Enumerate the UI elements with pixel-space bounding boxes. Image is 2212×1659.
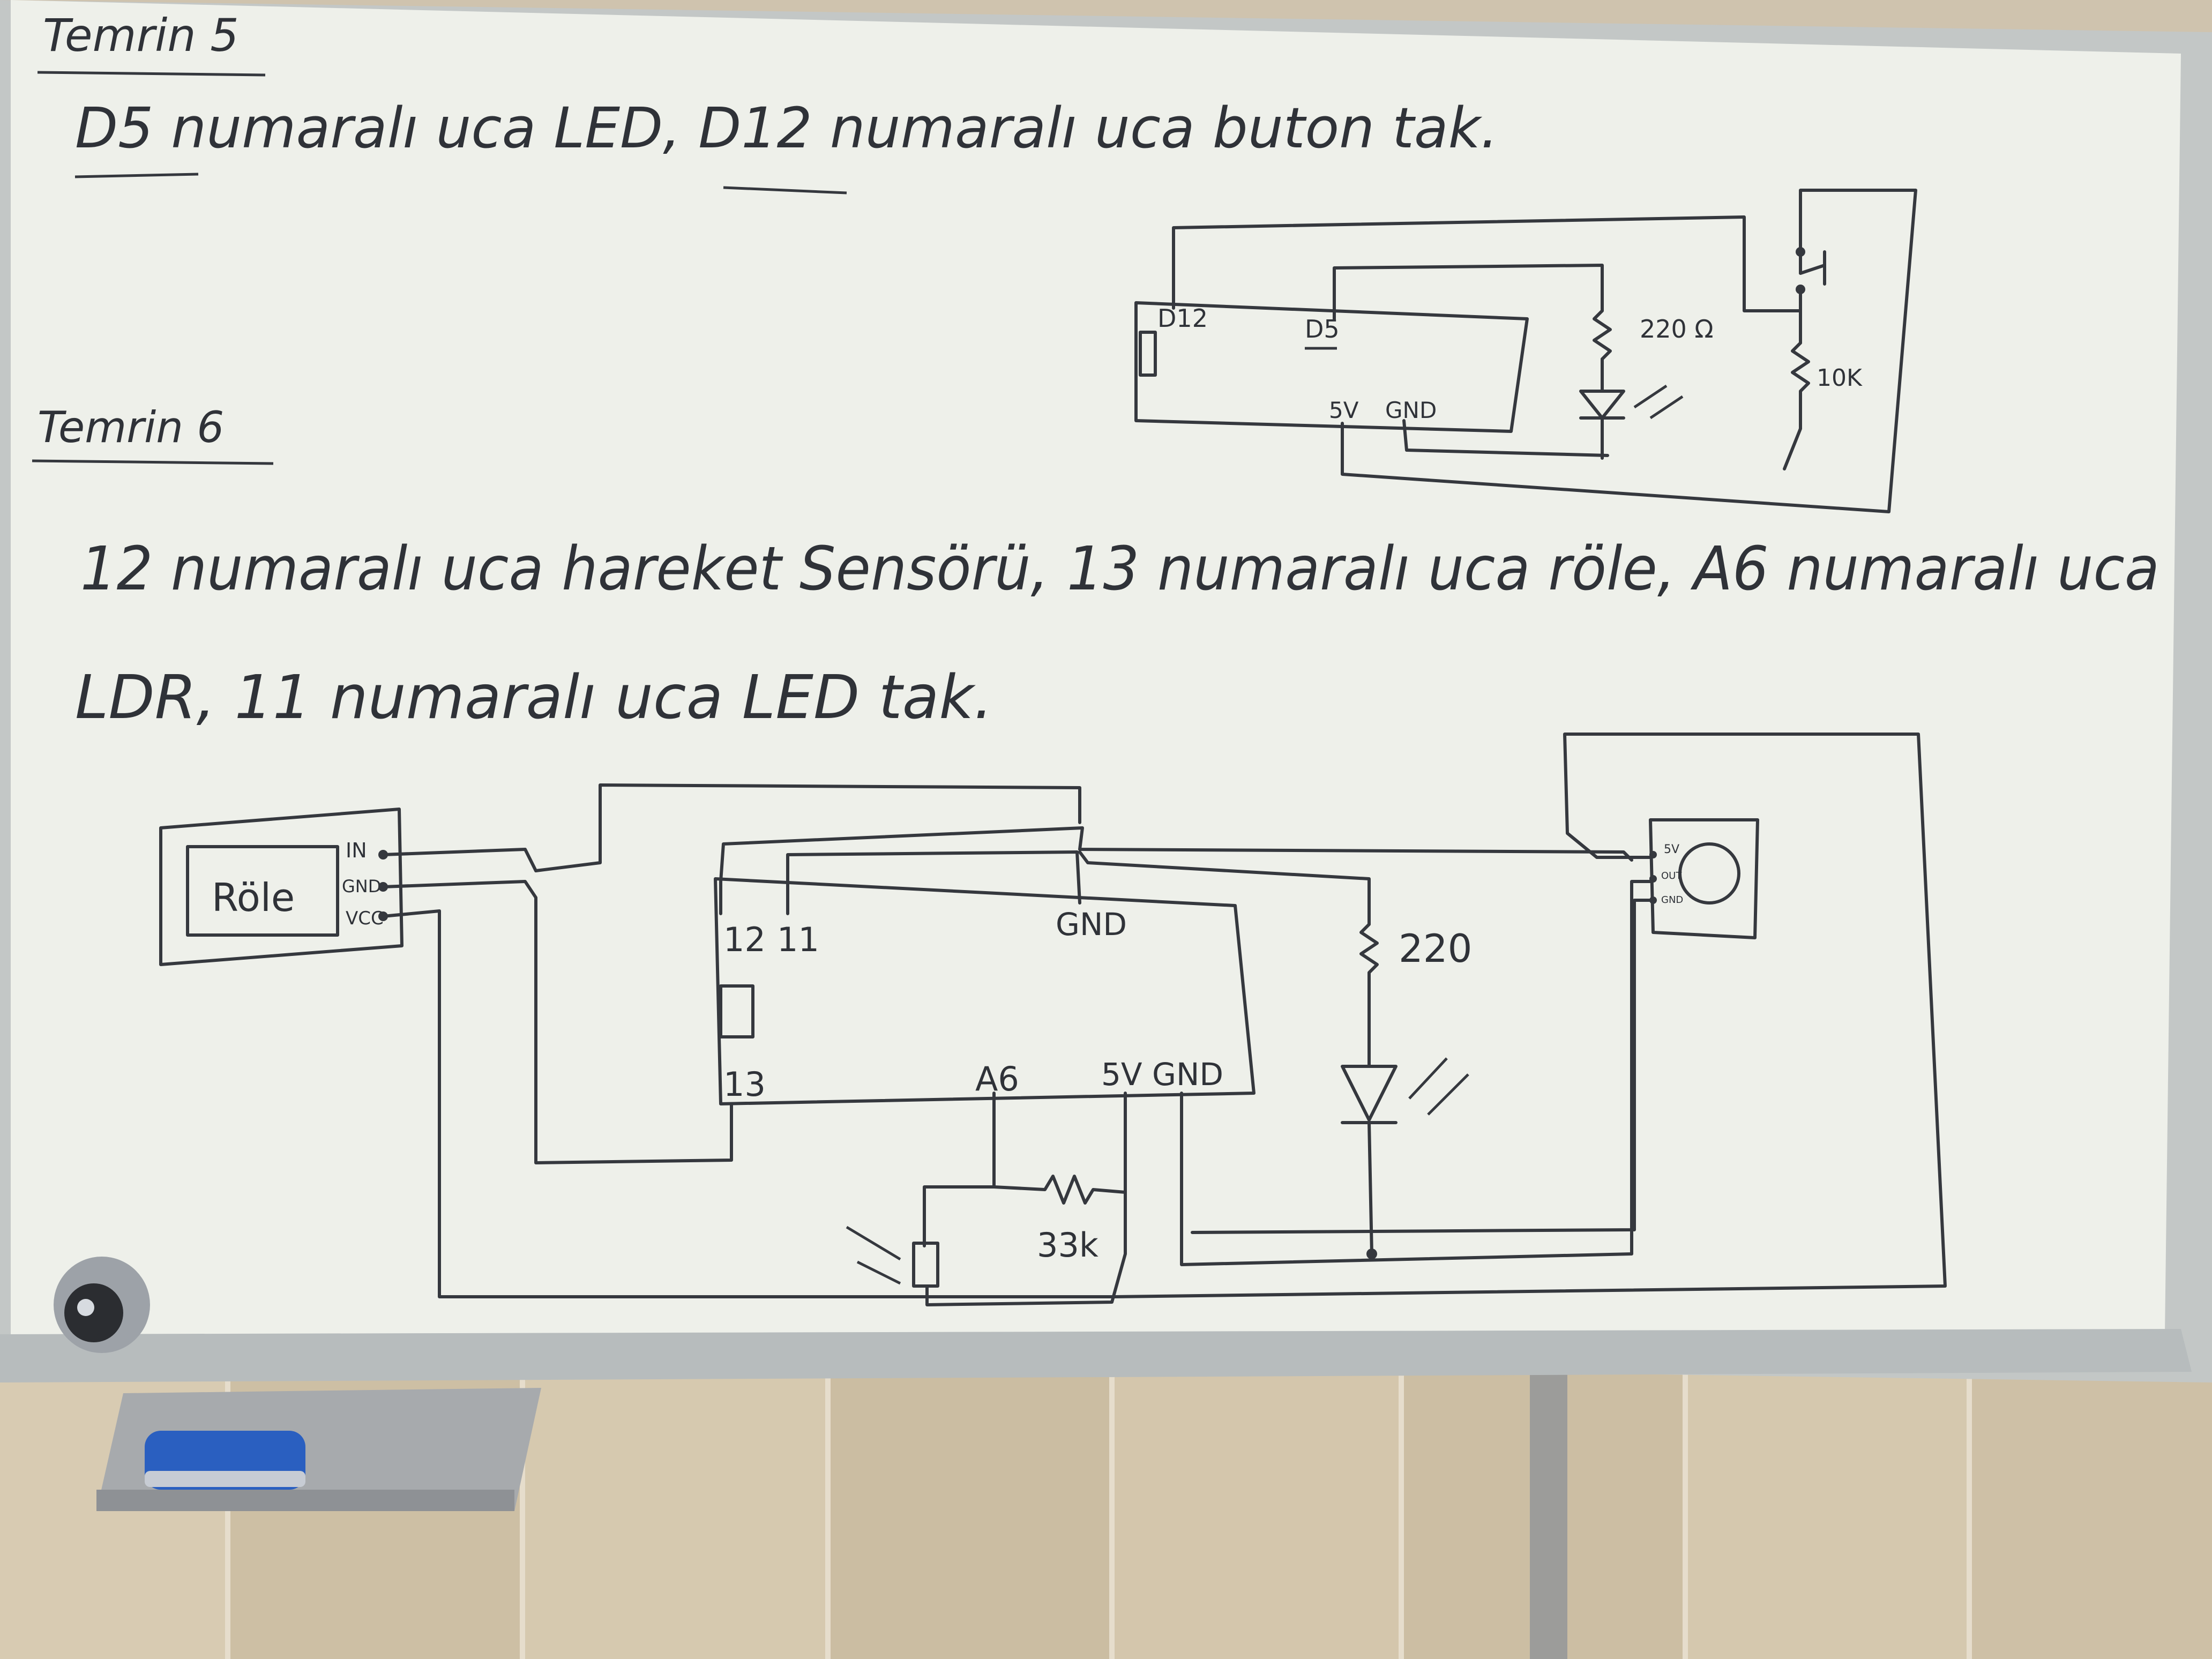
ldr-symbol <box>912 1242 939 1288</box>
wire-relay-in <box>382 783 1081 872</box>
pin-gnd-top-label: GND <box>1056 906 1127 943</box>
resistor-33k-symbol <box>992 1175 1127 1205</box>
relay-pin-gnd-label: GND <box>342 876 381 896</box>
pin-11-label: 11 <box>777 920 819 959</box>
wire-gnd <box>1402 419 1609 457</box>
pin-5v-label: 5V <box>1329 397 1359 423</box>
exercise-6-title: Temrin 6 <box>38 402 224 452</box>
exercise-6-instruction-line2: LDR, 11 numaralı uca LED tak. <box>75 663 993 733</box>
pin-gnd-label: GND <box>1385 397 1437 423</box>
exercise-5-instruction: D5 numaralı uca LED, D12 numaralı uca bu… <box>75 95 1498 161</box>
led-light-arrows <box>1633 384 1684 420</box>
resistor-220-symbol <box>1359 923 1379 1068</box>
wire-a6 <box>923 1092 996 1247</box>
resistor-220-label: 220 Ω <box>1640 315 1714 343</box>
resistor-220-label: 220 <box>1399 926 1472 971</box>
exercise-6-instruction-line1: 12 numaralı uca hareket Sensörü, 13 numa… <box>80 534 2159 604</box>
ldr-light-arrows <box>846 1225 901 1285</box>
sensor-pin-out-label: OUT <box>1661 870 1682 881</box>
eraser-icon <box>145 1431 305 1490</box>
wire-5v <box>1341 189 1917 513</box>
exercise-6-circuit: Röle IN GND VCC 12 11 GND 13 A6 5V GND <box>159 733 1947 1306</box>
relay-module <box>159 808 403 966</box>
usb-port <box>719 984 754 1038</box>
whiteboard <box>0 0 2212 1382</box>
resistor-33k-label: 33k <box>1037 1225 1098 1265</box>
wire-relay-gnd <box>382 880 733 1164</box>
pin-a6-label: A6 <box>975 1059 1019 1098</box>
resistor-220-symbol <box>1593 309 1612 361</box>
wire-gnd-return <box>1180 880 1652 1266</box>
relay-pin-in-label: IN <box>346 839 367 862</box>
resistor-10k-symbol <box>1783 341 1810 470</box>
wire-relay-vcc <box>382 909 1116 1298</box>
exercise-6: Temrin 6 12 numaralı uca hareket Sensörü… <box>32 402 2159 1306</box>
relay-label: Röle <box>212 875 295 920</box>
led-light-arrows <box>1408 1057 1469 1116</box>
pin-5v-label: 5V <box>1101 1056 1142 1093</box>
exercise-5: Temrin 5 D5 numaralı uca LED, D12 numara… <box>37 9 1917 513</box>
wire-gnd-top <box>1078 850 1371 926</box>
wire-5v <box>925 1092 1127 1306</box>
pin-d12-label: D12 <box>1157 304 1208 333</box>
exercise-5-circuit: D12 D5 5V GND 220 Ω 10K <box>1134 189 1917 513</box>
motion-sensor <box>1649 818 1759 939</box>
pin-13-label: 13 <box>723 1065 766 1104</box>
pin-12-label: 12 <box>723 920 766 959</box>
sensor-pin-gnd-label: GND <box>1661 894 1683 906</box>
wire-sensor-gnd <box>1191 899 1655 1234</box>
relay-body <box>186 845 339 937</box>
usb-port <box>1139 331 1157 377</box>
led-symbol <box>1579 357 1625 460</box>
wire-d12 <box>1172 215 1802 312</box>
wire-sensor-5v <box>1113 733 1947 1298</box>
wire-d5 <box>1333 264 1604 320</box>
stand-pole <box>1530 1372 1567 1659</box>
wire-pin12 <box>719 826 1633 915</box>
pir-dome-icon <box>1678 842 1740 905</box>
arduino-board <box>1134 301 1529 433</box>
magnet-icon <box>54 1257 150 1353</box>
relay-pin-vcc-label: VCC <box>346 908 384 929</box>
wire-pin11 <box>786 850 1081 915</box>
resistor-10k-label: 10K <box>1817 364 1863 392</box>
arduino-board <box>714 877 1256 1105</box>
sensor-pin-5v-label: 5V <box>1664 843 1679 856</box>
pin-gnd-bottom-label: GND <box>1152 1056 1223 1093</box>
exercise-5-title: Temrin 5 <box>43 9 239 62</box>
